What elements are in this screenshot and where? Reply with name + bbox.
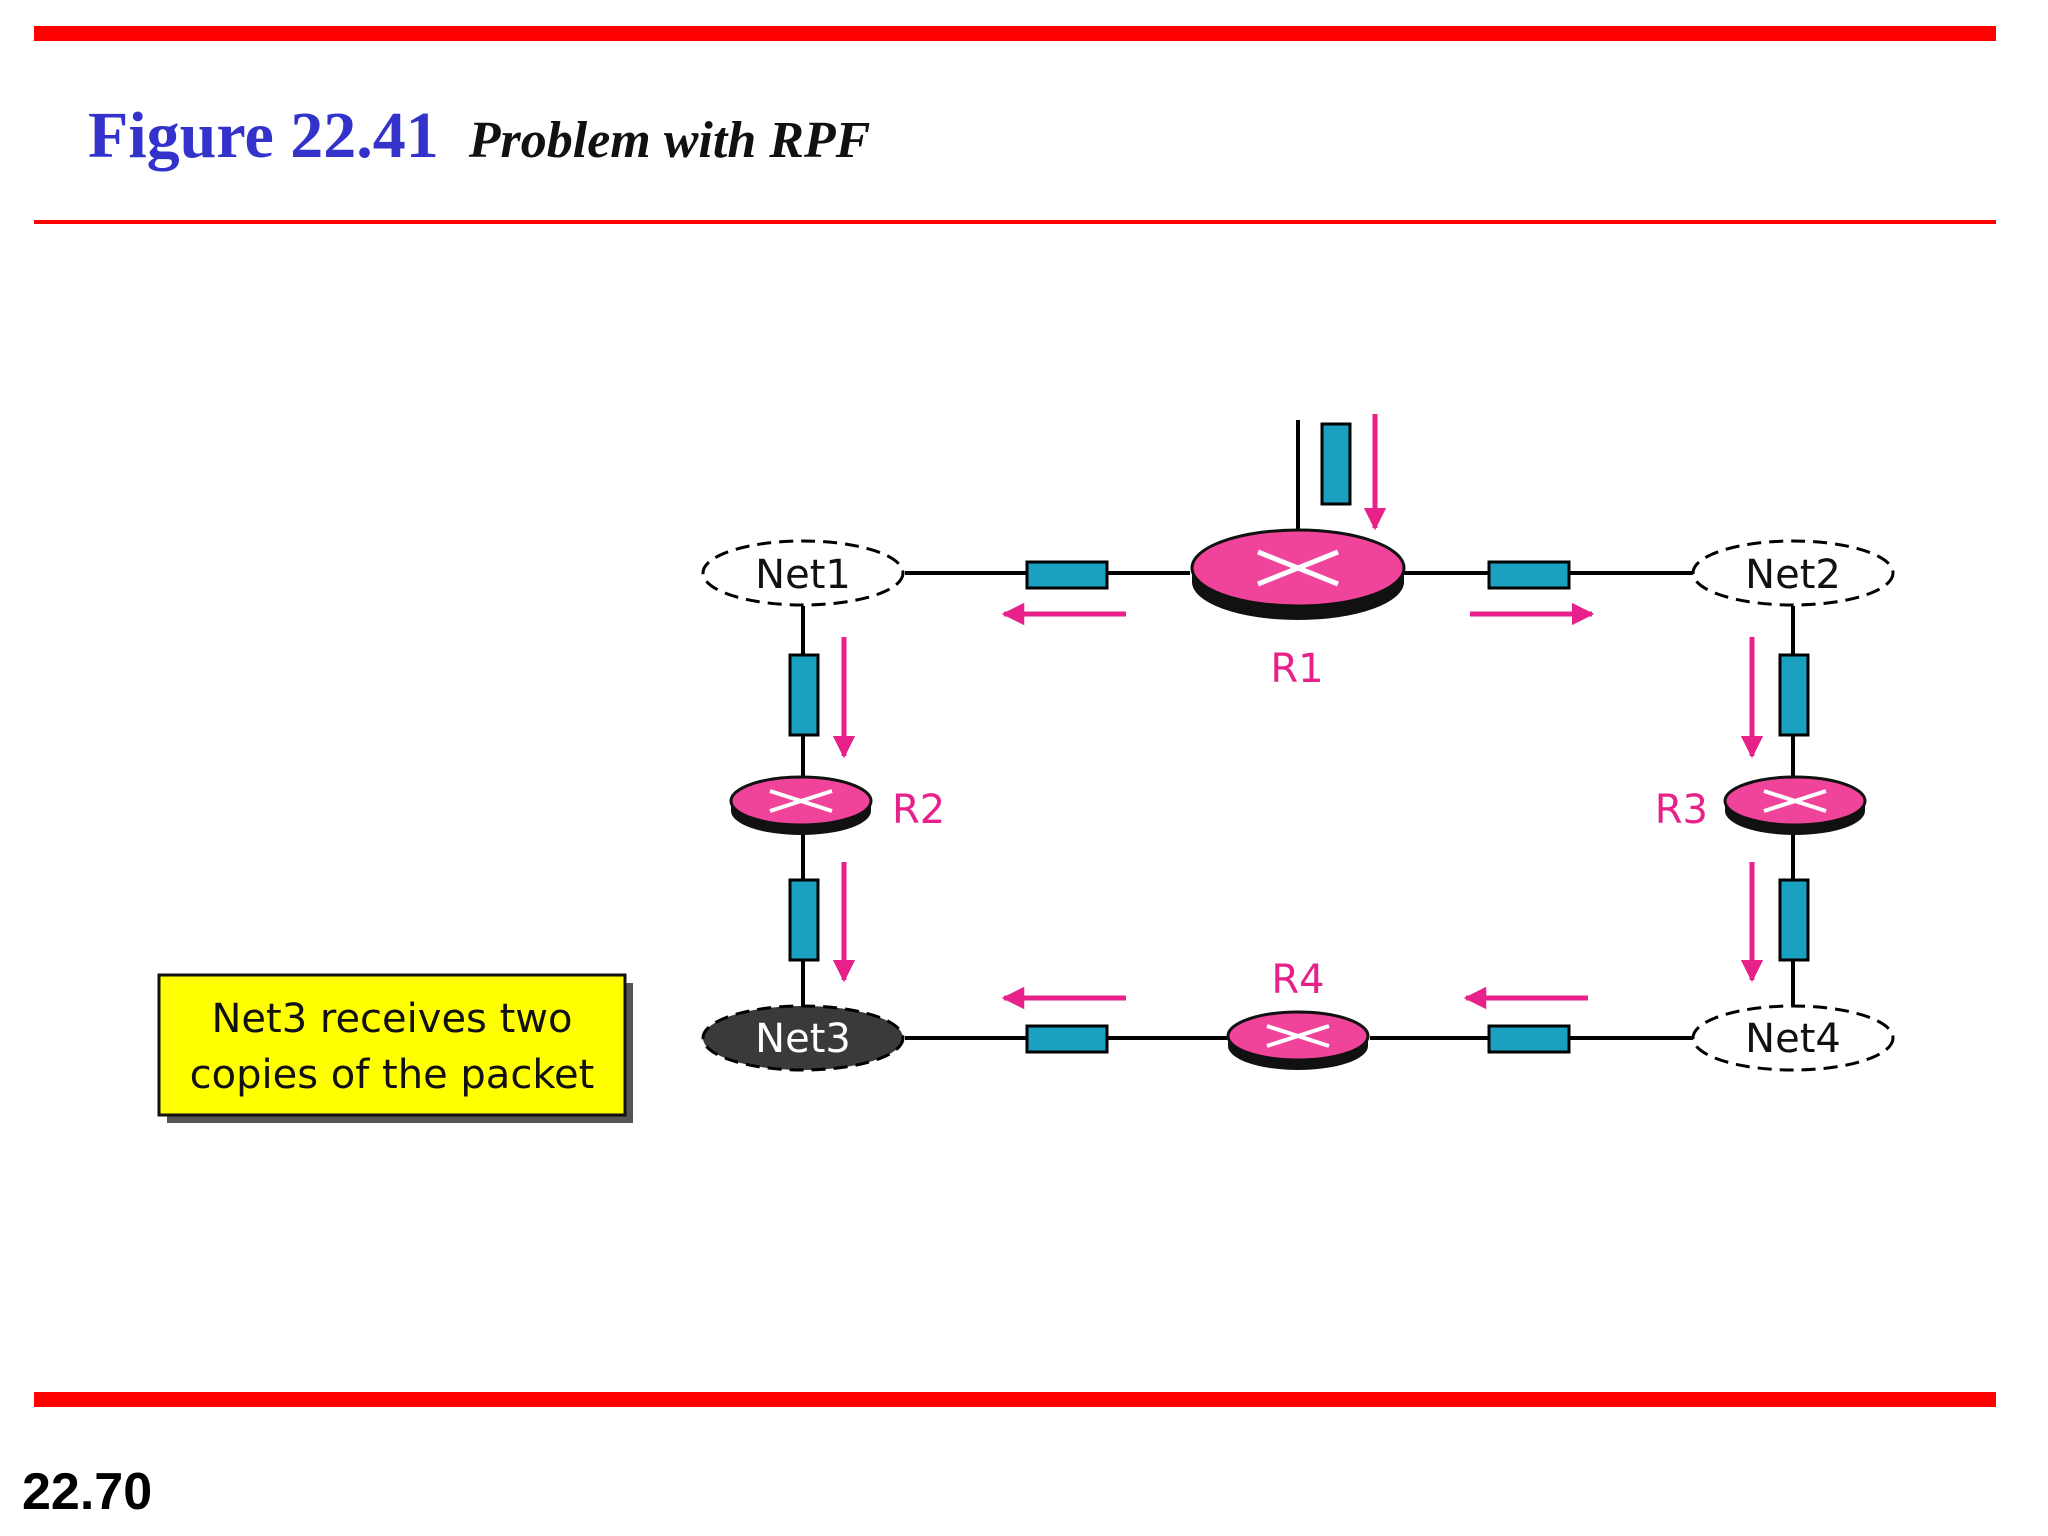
packet-r1-net1	[1025, 560, 1109, 590]
links	[801, 420, 1795, 1040]
router-r1	[1190, 528, 1406, 620]
r4-label: R4	[1271, 957, 1324, 1003]
packet-r3-net4	[1778, 878, 1810, 962]
r3-cross-icon	[1763, 789, 1827, 813]
r1-cross-icon	[1257, 549, 1339, 587]
title-rule	[34, 220, 1996, 224]
packet-r2-net3	[788, 878, 820, 962]
slide-number: 22.70	[22, 1463, 153, 1521]
router-r3	[1723, 775, 1867, 835]
bottom-rule	[34, 1392, 1996, 1407]
net3-label: Net3	[755, 1016, 851, 1062]
net3-ellipse	[701, 1004, 905, 1072]
packet-incoming	[1320, 422, 1352, 506]
net4-ellipse	[1691, 1004, 1895, 1072]
figure-caption: Problem with RPF	[468, 112, 871, 169]
r3-label: R3	[1655, 787, 1708, 833]
page-title: Figure 22.41 Problem with RPF	[88, 98, 870, 174]
r4-cross-icon	[1266, 1024, 1330, 1048]
router-r4	[1226, 1010, 1370, 1070]
r1-label: R1	[1270, 646, 1323, 692]
note-callout: Net3 receives two copies of the packet	[157, 973, 633, 1123]
net2-label: Net2	[1745, 552, 1841, 598]
arrows	[832, 414, 1764, 1010]
packet-r1-net2	[1487, 560, 1571, 590]
net4-label: Net4	[1745, 1016, 1841, 1062]
router-r2	[729, 775, 873, 835]
top-rule	[34, 26, 1996, 41]
note-line-2: copies of the packet	[190, 1052, 595, 1098]
note-line-1: Net3 receives two	[212, 996, 573, 1042]
r2-label: R2	[892, 787, 945, 833]
net2-ellipse	[1691, 539, 1895, 607]
figure-number: Figure 22.41	[88, 99, 439, 172]
packet-net1-r2	[788, 653, 820, 737]
net1-ellipse	[701, 539, 905, 607]
packet-r4-net3	[1025, 1024, 1109, 1054]
packets	[788, 422, 1810, 1054]
packet-net4-r4	[1487, 1024, 1571, 1054]
net1-label: Net1	[755, 552, 851, 598]
r2-cross-icon	[769, 789, 833, 813]
packet-net2-r3	[1778, 653, 1810, 737]
